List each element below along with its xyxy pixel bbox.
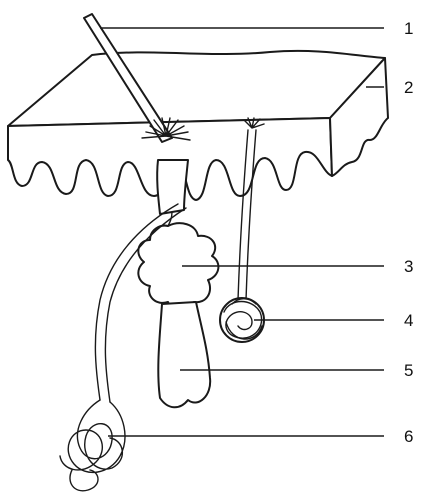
hair-follicle [157,160,188,214]
hair-root [158,302,210,407]
label-1: 1 [404,19,413,38]
skin-surface-top [8,51,385,126]
label-3: 3 [404,257,413,276]
label-6: 6 [404,427,413,446]
label-2: 2 [404,78,413,97]
label-5: 5 [404,361,413,380]
lower-coil [60,400,125,491]
label-4: 4 [404,311,413,330]
